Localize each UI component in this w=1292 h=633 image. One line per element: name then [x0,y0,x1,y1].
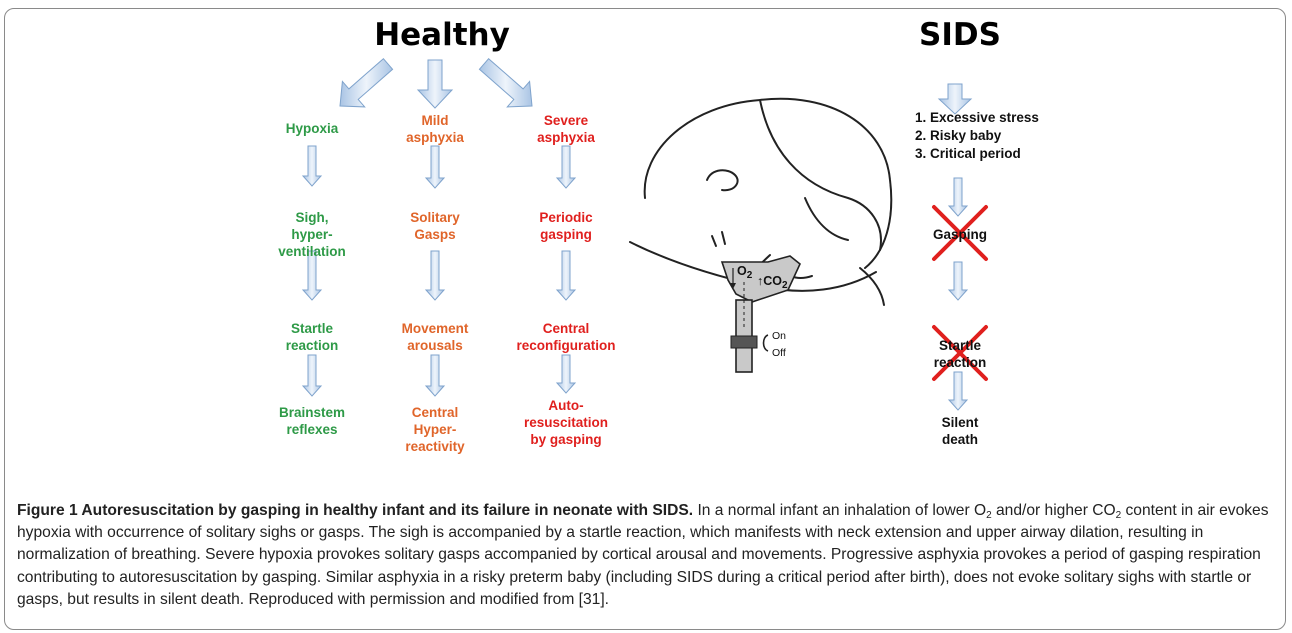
red-crosses [932,205,988,381]
hand-marks-path [711,231,726,247]
flow-arrow [424,354,446,397]
flow-arrow [424,250,446,301]
label-severe-asphyxia: Severe asphyxia [537,113,595,145]
caption-text: content in air evokes hypoxia with occur… [17,502,1269,608]
cheek-path [804,197,849,241]
flow-arrow [301,145,323,187]
flow-arrow [555,250,577,301]
figure-caption: Figure 1 Autoresuscitation by gasping in… [17,500,1279,611]
sids-factor-list: 1. Excessive stress 2. Risky baby 3. Cri… [915,109,1039,163]
figure-frame [4,8,1286,630]
flow-arrow [478,57,533,108]
label-mild-asphyxia: Mild asphyxia [406,113,464,145]
sids-heading: SIDS [919,17,1001,53]
label-brainstem: Brainstem reflexes [278,405,346,437]
o2-label: O2 [737,264,753,281]
label-sigh: Sigh, hyper- ventilation [278,210,346,259]
caption-subscript: 2 [1115,510,1122,521]
label-central-hyperreactivity: Central Hyper- reactivity [405,405,465,454]
flow-arrow [947,261,969,301]
valve [730,335,758,349]
label-periodic-gasping: Periodic gasping [539,210,593,242]
caption-subscript: 2 [986,510,992,521]
sids-factor-item: 2. Risky baby [915,128,1002,143]
valve-off-label: Off [772,347,786,359]
caption-title: Figure 1 Autoresuscitation by gasping in… [17,502,694,519]
red-cross-stroke [932,205,988,261]
flow-arrow [416,59,454,109]
shoulder-path [859,267,885,306]
label-movement-arousals: Movement arousals [401,321,469,353]
label-hypoxia: Hypoxia [285,121,339,136]
flow-arrows [301,57,973,411]
flow-arrow [937,83,973,115]
co2-label: ↑CO2 [757,274,788,291]
label-startle: Startle reaction [285,321,339,353]
label-central-reconfiguration: Central reconfiguration [516,321,616,353]
caption-text: and/or higher CO [991,502,1116,519]
flow-arrow [339,57,394,108]
flow-arrow [555,145,577,189]
flow-arrow [555,354,577,394]
sids-gasping-label: Gasping [932,227,987,242]
caption-text: In a normal infant an inhalation of lowe… [693,502,987,519]
valve-on-label: On [772,330,787,342]
sids-startle-label: Startle reaction [933,338,987,370]
sids-outcome-label: Silent death [941,415,979,447]
sids-factor-item: 3. Critical period [915,146,1021,161]
flow-arrow [301,250,323,301]
sids-factor-item: 1. Excessive stress [915,110,1039,125]
flow-arrow [947,177,969,217]
face-outline-path [759,99,882,251]
flow-arrow [424,145,446,189]
label-autoresuscitation: Auto- resuscitation by gasping [523,398,609,447]
healthy-heading: Healthy [374,17,510,53]
label-solitary-gasps: Solitary Gasps [410,210,460,242]
airway-tube [720,255,801,373]
head-outline-path [643,97,893,269]
ear-path [706,169,739,192]
flow-arrow [301,354,323,397]
red-cross-stroke [932,325,988,381]
flow-arrow [947,371,969,411]
